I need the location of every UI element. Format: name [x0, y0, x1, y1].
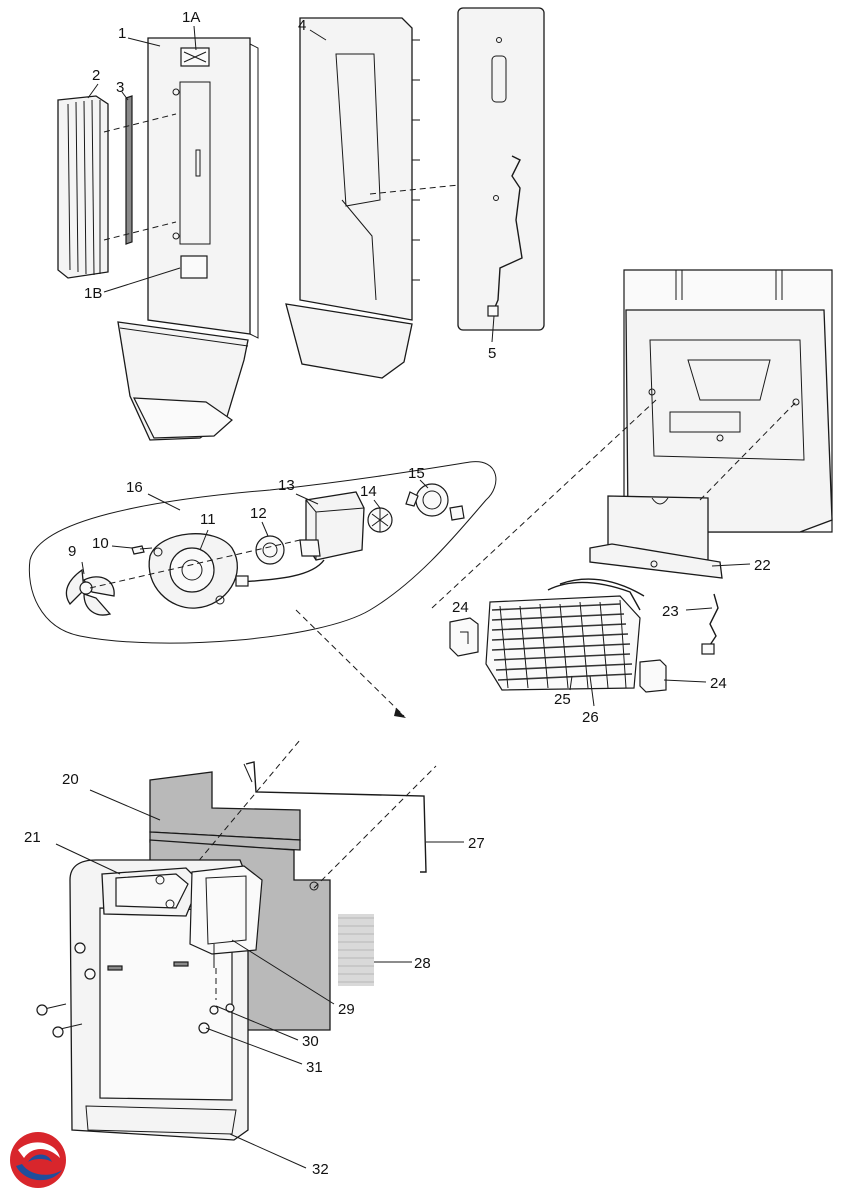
part-13-fan-motor	[235, 491, 365, 587]
part-28-foam-pad	[338, 914, 374, 986]
leader-lines	[55, 25, 751, 1169]
label-plate-1b	[180, 255, 208, 279]
callout-24-left: 24	[452, 599, 469, 616]
part-10-screw	[131, 545, 153, 555]
callout-27: 27	[468, 835, 485, 852]
arrow-head-icon	[394, 708, 406, 718]
callout-21: 21	[24, 829, 41, 846]
callout-32: 32	[312, 1161, 329, 1178]
part-14-motor-bracket	[367, 507, 393, 533]
callout-28: 28	[414, 955, 431, 972]
callout-15: 15	[408, 465, 425, 482]
callout-12: 12	[250, 505, 267, 522]
part-23-heater-wire	[701, 593, 719, 655]
swirl-logo-icon	[10, 1132, 66, 1188]
part-1-lower-duct	[117, 321, 249, 441]
part-30-31-screws-plugs	[36, 1003, 235, 1038]
part-16-fan-assembly-outline	[28, 461, 497, 644]
callout-3: 3	[116, 79, 124, 96]
part-9-fan-blade	[65, 568, 115, 616]
callout-22: 22	[754, 557, 771, 574]
part-29-damper-housing	[189, 865, 263, 968]
callout-1a: 1A	[182, 9, 200, 26]
callout-2: 2	[92, 67, 100, 84]
callout-11: 11	[200, 511, 216, 528]
part-2-grille	[57, 95, 109, 279]
part-5-back-panel	[457, 7, 545, 331]
part-27-rod	[243, 761, 427, 873]
cabinet-rear-wall	[623, 269, 833, 533]
callout-labels: 1 1A 2 3 1B 4 5 16 10 9 11 12 13 14 15 2…	[24, 9, 771, 1178]
part-24-block-right	[639, 659, 667, 693]
callout-26: 26	[582, 709, 599, 726]
callout-5: 5	[488, 345, 496, 362]
callout-24-right: 24	[710, 675, 727, 692]
part-25-evaporator-coil	[485, 595, 641, 691]
part-22-mounting-bracket	[589, 495, 723, 579]
callout-20: 20	[62, 771, 79, 788]
part-4-evaporator-cover	[285, 17, 420, 379]
part-20-duct-top	[149, 771, 301, 851]
callout-25: 25	[554, 691, 571, 708]
part-11-fan-shroud	[148, 533, 238, 609]
callout-9: 9	[68, 543, 76, 560]
callout-31: 31	[306, 1059, 323, 1076]
callout-13: 13	[278, 477, 295, 494]
callout-30: 30	[302, 1033, 319, 1050]
part-12-grommet	[255, 535, 285, 565]
callout-4: 4	[298, 17, 306, 34]
part-1-front-panel	[147, 37, 259, 339]
part-21-air-inlet	[101, 867, 201, 917]
part-3-seal-strip	[125, 95, 133, 245]
callout-1: 1	[118, 25, 126, 42]
callout-16: 16	[126, 479, 143, 496]
part-24-block-left	[449, 617, 479, 657]
part-5-wire-harness	[491, 155, 523, 315]
callout-29: 29	[338, 1001, 355, 1018]
callout-10: 10	[92, 535, 109, 552]
callout-23: 23	[662, 603, 679, 620]
part-15-retaining-clip	[405, 483, 465, 521]
callout-1b: 1B	[84, 285, 102, 302]
callout-14: 14	[360, 483, 377, 500]
